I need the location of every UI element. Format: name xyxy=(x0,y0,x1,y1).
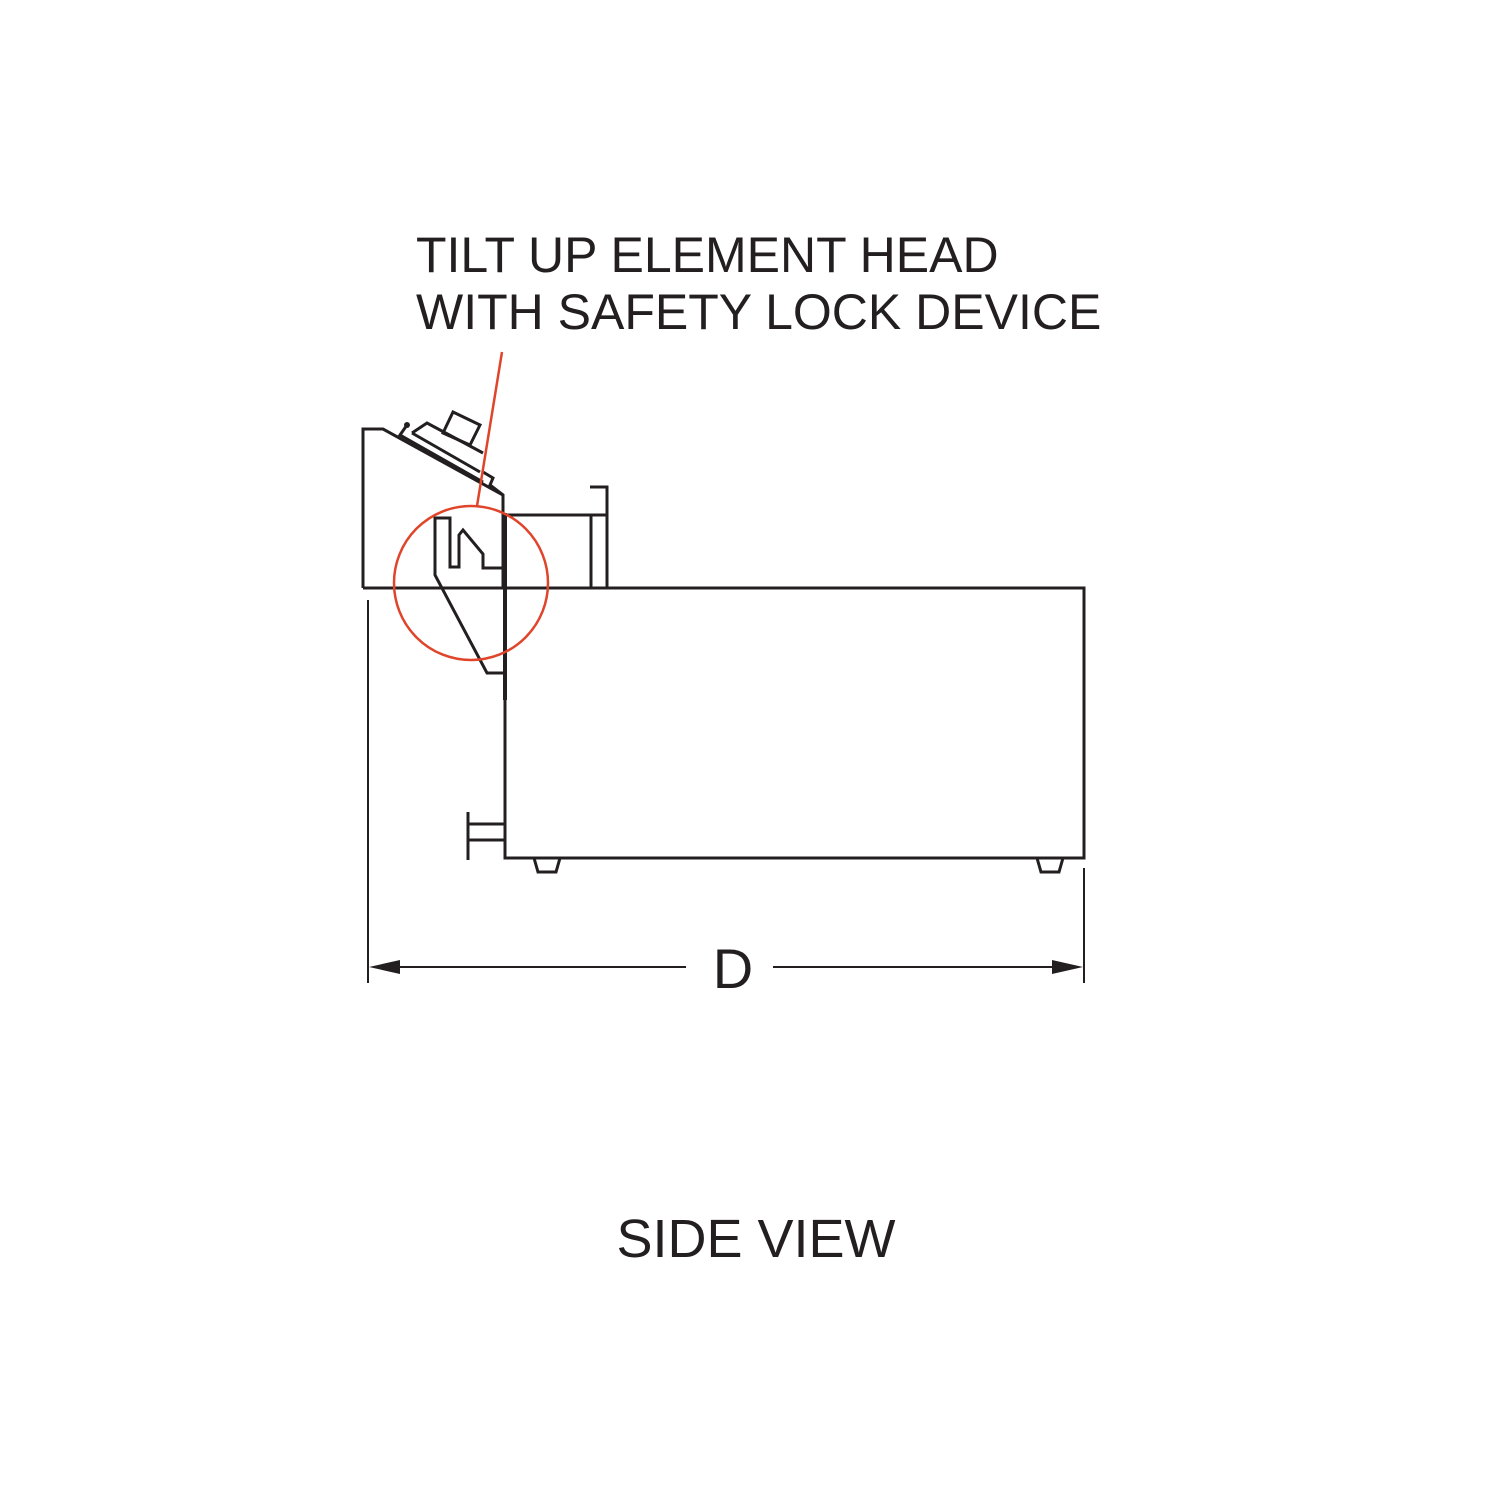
basket-handle xyxy=(590,485,609,588)
callout-leader-line xyxy=(475,351,504,507)
lid-line xyxy=(411,431,481,474)
foot-rear xyxy=(1035,857,1065,874)
callout-line-1: TILT UP ELEMENT HEAD xyxy=(416,227,999,283)
pivot-dot xyxy=(404,422,410,428)
lid-step xyxy=(482,470,504,497)
callout-line-2: WITH SAFETY LOCK DEVICE xyxy=(416,284,1101,340)
view-title: SIDE VIEW xyxy=(616,1209,895,1269)
safety-lock-bracket xyxy=(433,516,504,675)
lid-top xyxy=(397,424,484,484)
foot-front xyxy=(532,857,562,874)
arrowhead-left-icon xyxy=(369,960,400,974)
fryer-body xyxy=(503,586,1086,860)
safety-lock-highlight-circle xyxy=(392,504,550,662)
arrowhead-right-icon xyxy=(1052,960,1083,974)
dimension-label: D xyxy=(713,937,753,1000)
control-knob xyxy=(440,409,483,447)
